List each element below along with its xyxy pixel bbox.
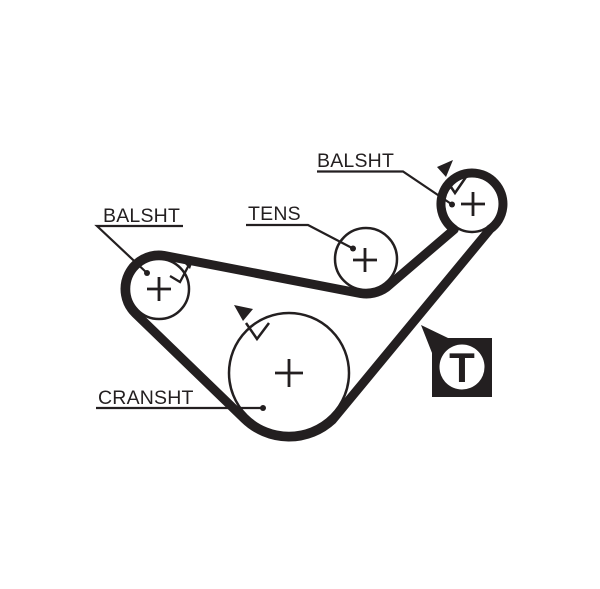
label-tens: TENS [248, 203, 301, 225]
leader-line-tens [246, 223, 356, 252]
timing-mark-badge: T [421, 325, 492, 397]
leader-dot [350, 245, 356, 252]
leader-dot [260, 405, 266, 411]
badge-circle [439, 344, 485, 390]
timing-belt-path [120, 168, 508, 442]
rotation-arrow-icon [437, 160, 468, 196]
leader-dot [449, 201, 455, 208]
center-mark-crankshaft [275, 359, 303, 387]
leader-line-balsht-left [94, 224, 183, 276]
rotation-arrow-icon [234, 305, 270, 342]
label-balsht-left: BALSHT [103, 205, 180, 227]
center-mark-tensioner [353, 248, 377, 272]
t-badge-letter: T [449, 344, 475, 391]
center-mark-balance-shaft-right [461, 192, 485, 216]
rotation-arrow-icon [169, 258, 194, 284]
label-balsht-top: BALSHT [317, 150, 394, 172]
label-cransht: CRANSHT [98, 387, 194, 409]
center-mark-balance-shaft-left [147, 277, 171, 301]
leader-dot [144, 270, 150, 276]
leader-line-balsht-top [317, 170, 455, 208]
